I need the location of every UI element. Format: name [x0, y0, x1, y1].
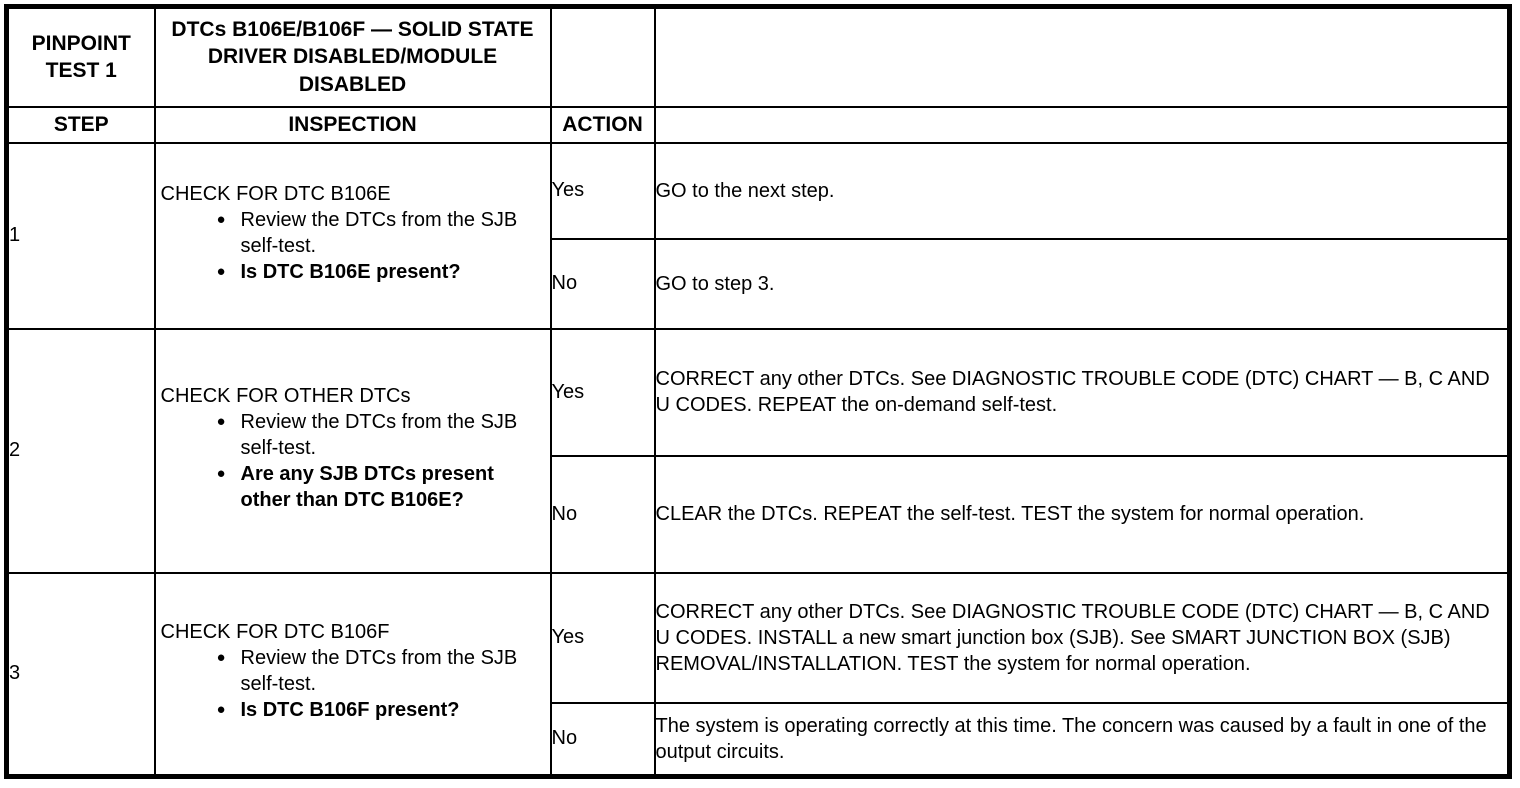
action-cell: The system is operating correctly at thi… — [653, 701, 1511, 778]
bullet-text: Is DTC B106F present? — [240, 698, 460, 721]
inspection-heading: CHECK FOR DTC B106E — [160, 182, 391, 205]
bullet-icon: ● — [216, 700, 226, 718]
bullet-text: Review the DTCs from the SJB self-test. — [240, 410, 518, 459]
column-header-step: STEP — [5, 105, 156, 144]
pinpoint-test-table: PINPOINT TEST 1 DTCs B106E/B106F — SOLID… — [4, 4, 1512, 779]
inspection-content: CHECK FOR DTC B106E ● Review the DTCs from… — [157, 177, 549, 295]
bullet-item: ● Is DTC B106E present? — [161, 259, 544, 285]
inspection-cell: CHECK FOR DTC B106F ● Review the DTCs from… — [153, 571, 552, 778]
action-cell: CLEAR the DTCs. REPEAT the self-test. TE… — [653, 454, 1511, 574]
step-number: 3 — [5, 571, 156, 778]
table-title-row: PINPOINT TEST 1 DTCs B106E/B106F — SOLID… — [5, 5, 1511, 108]
answer-cell: No — [549, 701, 656, 778]
table-title: DTCs B106E/B106F — SOLID STATE DRIVER DI… — [153, 5, 552, 108]
inspection-content: CHECK FOR DTC B106F ● Review the DTCs from… — [157, 615, 549, 733]
bullet-text: Are any SJB DTCs present other than DTC … — [240, 462, 494, 511]
bullet-text: Review the DTCs from the SJB self-test. — [240, 646, 518, 695]
column-header-empty-cell — [653, 105, 1511, 144]
inspection-content: CHECK FOR OTHER DTCs ● Review the DTCs fro… — [157, 379, 549, 523]
answer-cell: No — [549, 237, 656, 330]
inspection-cell: CHECK FOR DTC B106E ● Review the DTCs from… — [153, 141, 552, 330]
bullet-text: Review the DTCs from the SJB self-test. — [240, 208, 518, 257]
bullet-icon: ● — [216, 464, 226, 482]
action-cell: CORRECT any other DTCs. See DIAGNOSTIC T… — [653, 571, 1511, 704]
column-header-action: ACTION — [549, 105, 656, 144]
title-row-empty-description-cell — [653, 5, 1511, 108]
pinpoint-test-label: PINPOINT TEST 1 — [5, 5, 156, 108]
action-cell: CORRECT any other DTCs. See DIAGNOSTIC T… — [653, 327, 1511, 457]
inspection-cell: CHECK FOR OTHER DTCs ● Review the DTCs fro… — [153, 327, 552, 574]
column-header-inspection: INSPECTION — [153, 105, 552, 144]
answer-cell: Yes — [549, 571, 656, 704]
step-number: 1 — [5, 141, 156, 330]
bullet-item: ● Review the DTCs from the SJB self-test. — [161, 409, 544, 461]
step-number: 2 — [5, 327, 156, 574]
bullet-item: ● Are any SJB DTCs present other than DTC… — [161, 461, 544, 513]
bullet-item: ● Review the DTCs from the SJB self-test. — [161, 645, 544, 697]
bullet-icon: ● — [216, 412, 226, 430]
action-cell: GO to the next step. — [653, 141, 1511, 240]
inspection-heading: CHECK FOR OTHER DTCs — [160, 384, 411, 407]
inspection-heading: CHECK FOR DTC B106F — [160, 620, 390, 643]
title-row-empty-action-cell — [549, 5, 656, 108]
column-header-row: STEP INSPECTION ACTION — [5, 105, 1511, 144]
bullet-text: Is DTC B106E present? — [240, 260, 461, 283]
answer-cell: Yes — [549, 141, 656, 240]
action-cell: GO to step 3. — [653, 237, 1511, 330]
bullet-icon: ● — [216, 648, 226, 666]
bullet-item: ● Review the DTCs from the SJB self-test. — [161, 207, 544, 259]
bullet-item: ● Is DTC B106F present? — [161, 697, 544, 723]
answer-cell: No — [549, 454, 656, 574]
answer-cell: Yes — [549, 327, 656, 457]
bullet-icon: ● — [216, 262, 226, 280]
bullet-icon: ● — [216, 210, 226, 228]
